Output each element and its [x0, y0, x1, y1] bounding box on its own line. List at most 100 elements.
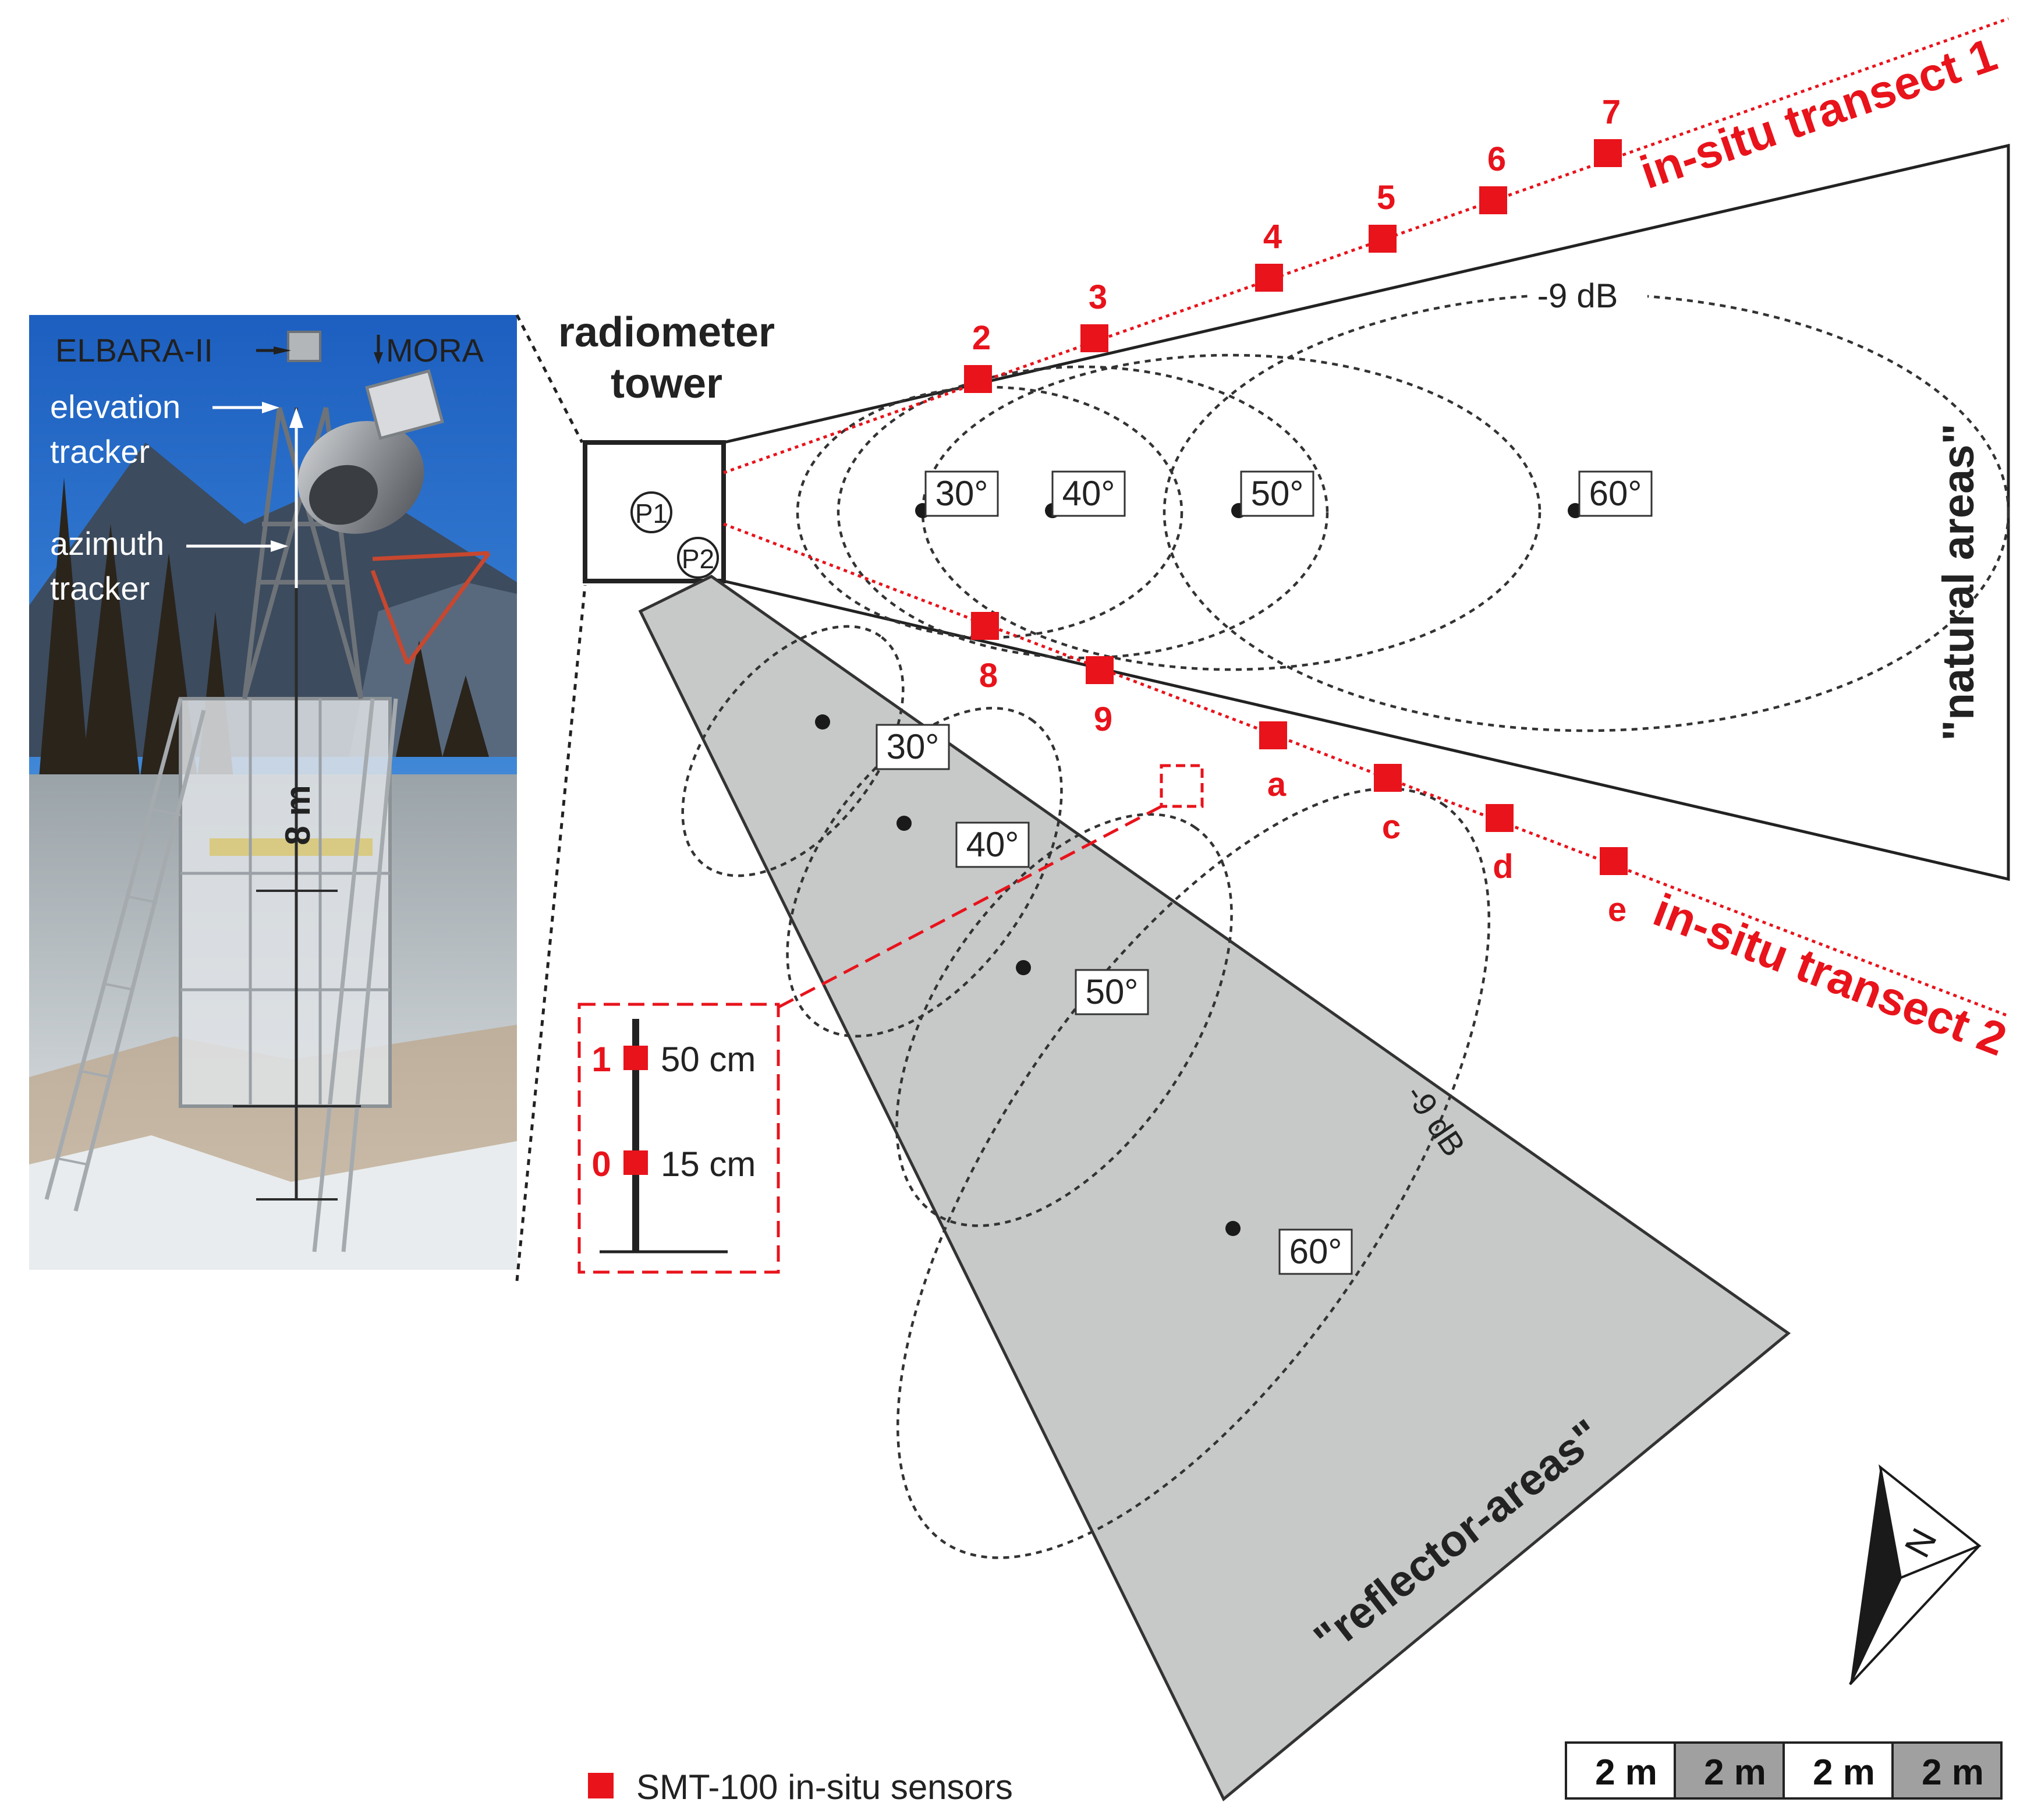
transect1-sensor-6 [1479, 186, 1507, 214]
transect2-sensor-e [1600, 847, 1628, 875]
transect1-sensor-label-5: 5 [1377, 179, 1395, 217]
reflector-angle-box-2 [955, 822, 1030, 868]
azimuth-label-line2: tracker [50, 570, 150, 607]
reflector-ellipse-30 [681, 625, 905, 877]
transect2-sensor-d [1486, 804, 1514, 832]
depth-profile: 1 0 50 cm 15 cm [577, 764, 1204, 1274]
scale-bar-segment-2 [1674, 1741, 1785, 1800]
transect1-sensor-label-3: 3 [1089, 278, 1107, 316]
depth-sensor-0 [623, 1150, 648, 1175]
reflector-center-dot-4 [1225, 1221, 1241, 1236]
reflector-angle-box-4 [1278, 1228, 1353, 1275]
transect2-sensor-a [1259, 721, 1287, 749]
transect1-sensor-label-2: 2 [972, 319, 991, 357]
transect2-line [723, 522, 2009, 1018]
legend: SMT-100 in-situ sensors [588, 1768, 1013, 1807]
transect1-sensor-label-4: 4 [1263, 218, 1282, 256]
sensor-markers: 2 3 4 5 6 7 8 9 a c d e [964, 93, 1628, 929]
scale-bar-label-3: 2 m [1813, 1752, 1875, 1793]
natural-angle-label-4: 60° [1589, 474, 1642, 513]
natural-angle-box-4 [1578, 470, 1653, 517]
tower-photo: 8 m ELBARA-II MORA elevation tracker azi… [29, 315, 517, 1270]
natural-angle-label-3: 50° [1251, 474, 1304, 513]
transect2-sensor-8 [971, 612, 999, 640]
scale-bar-label-1: 2 m [1595, 1752, 1657, 1793]
p1-marker [630, 491, 672, 533]
height-label: 8 m [278, 785, 317, 845]
p2-marker [677, 537, 719, 579]
scale-bar-segment-1 [1565, 1741, 1676, 1800]
reflector-angle-label-2: 40° [966, 825, 1019, 864]
transect1-sensor-4 [1255, 264, 1283, 292]
reflector-angle-box-1 [876, 724, 950, 770]
transect2-sensor-label-e: e [1608, 891, 1626, 929]
reflector-area: -9 dB "reflector-areas" [638, 575, 1791, 1801]
elevation-label-line1: elevation [50, 388, 180, 425]
reflector-ellipse-50 [895, 813, 1233, 1227]
natural-db-label: -9 dB [1537, 277, 1618, 315]
elbara-label: ELBARA-II [55, 332, 213, 369]
reflector-center-dot-1 [815, 714, 830, 730]
scale-bar-label-4: 2 m [1922, 1752, 1984, 1793]
mora-label: MORA [386, 332, 484, 369]
north-arrow-icon: N [1849, 1464, 1982, 1686]
zoom-connector-bottom [515, 585, 587, 1281]
transect2-sensor-label-9: 9 [1094, 700, 1112, 738]
reflector-angle-label-1: 30° [887, 727, 940, 766]
scale-bar-segment-3 [1783, 1741, 1894, 1800]
transect1-line [723, 17, 2009, 475]
transect2-sensor-9 [1086, 656, 1114, 684]
natural-ellipse-50 [921, 353, 1541, 671]
transect2-sensor-label-d: d [1493, 848, 1513, 886]
reflector-area-shape [638, 575, 1791, 1801]
legend-sensor-swatch [588, 1773, 614, 1798]
reflector-center-dot-2 [896, 816, 912, 831]
natural-area: -9 dB "natural areas" [723, 143, 2010, 881]
transect1-sensor-label-7: 7 [1602, 93, 1621, 131]
natural-ellipse-60 [1163, 292, 2010, 732]
reflector-angle-box-3 [1075, 969, 1149, 1015]
reflector-center-dot-3 [1016, 960, 1031, 975]
transect2-sensor-label-8: 8 [979, 657, 998, 695]
transect1-sensor-7 [1594, 139, 1622, 167]
scale-bar: 2 m 2 m 2 m 2 m [1565, 1741, 2003, 1800]
natural-angle-box-2 [1051, 470, 1126, 517]
elbara-arrow-icon [274, 346, 291, 355]
depth-sensor-1 [623, 1046, 648, 1070]
transect1-sensor-5 [1369, 225, 1397, 253]
elevation-label-line2: tracker [50, 433, 150, 470]
reflector-angle-label-3: 50° [1086, 972, 1139, 1011]
natural-angle-label-2: 40° [1062, 474, 1115, 513]
p1-label: P1 [635, 498, 668, 529]
p2-label: P2 [682, 544, 714, 574]
reflector-angle-label-4: 60° [1289, 1232, 1342, 1271]
zoom-connector-top [515, 314, 584, 444]
depth-profile-box [577, 1003, 780, 1274]
transect2-sensor-label-a: a [1267, 766, 1287, 803]
transect2-label: in-situ transect 2 [1647, 884, 2014, 1066]
transect1-sensor-2 [964, 365, 992, 393]
azimuth-label-line1: azimuth [50, 525, 164, 562]
reflector-ellipse-60 [896, 787, 1491, 1559]
depth-sensor-0-id: 0 [591, 1145, 611, 1184]
scale-bar-label-2: 2 m [1704, 1752, 1766, 1793]
transect2-sensor-label-c: c [1382, 808, 1401, 846]
legend-label: SMT-100 in-situ sensors [636, 1768, 1013, 1807]
transect1-sensor-3 [1080, 324, 1108, 352]
natural-angle-label-1: 30° [935, 474, 988, 513]
depth-sensor-1-id: 1 [591, 1040, 611, 1079]
transect1-label: in-situ transect 1 [1634, 29, 2003, 199]
tower-title-line1: radiometer [558, 309, 775, 356]
transect2-sensor-c [1374, 764, 1402, 792]
natural-areas-label: "natural areas" [1934, 423, 1983, 741]
depth-sensor-0-depth: 15 cm [661, 1145, 756, 1184]
reflector-ellipse-40 [786, 707, 1063, 1038]
zoom-location-marker [1160, 764, 1204, 808]
transect1-sensor-label-6: 6 [1487, 140, 1506, 178]
depth-sensor-1-depth: 50 cm [661, 1040, 756, 1079]
angle-labels: 30° 40° 50° 60° 30° 40° 50° 60° [815, 470, 1653, 1275]
natural-ellipse-40 [837, 365, 1329, 660]
natural-angle-box-1 [924, 470, 999, 517]
scale-bar-segment-4 [1891, 1741, 2003, 1800]
